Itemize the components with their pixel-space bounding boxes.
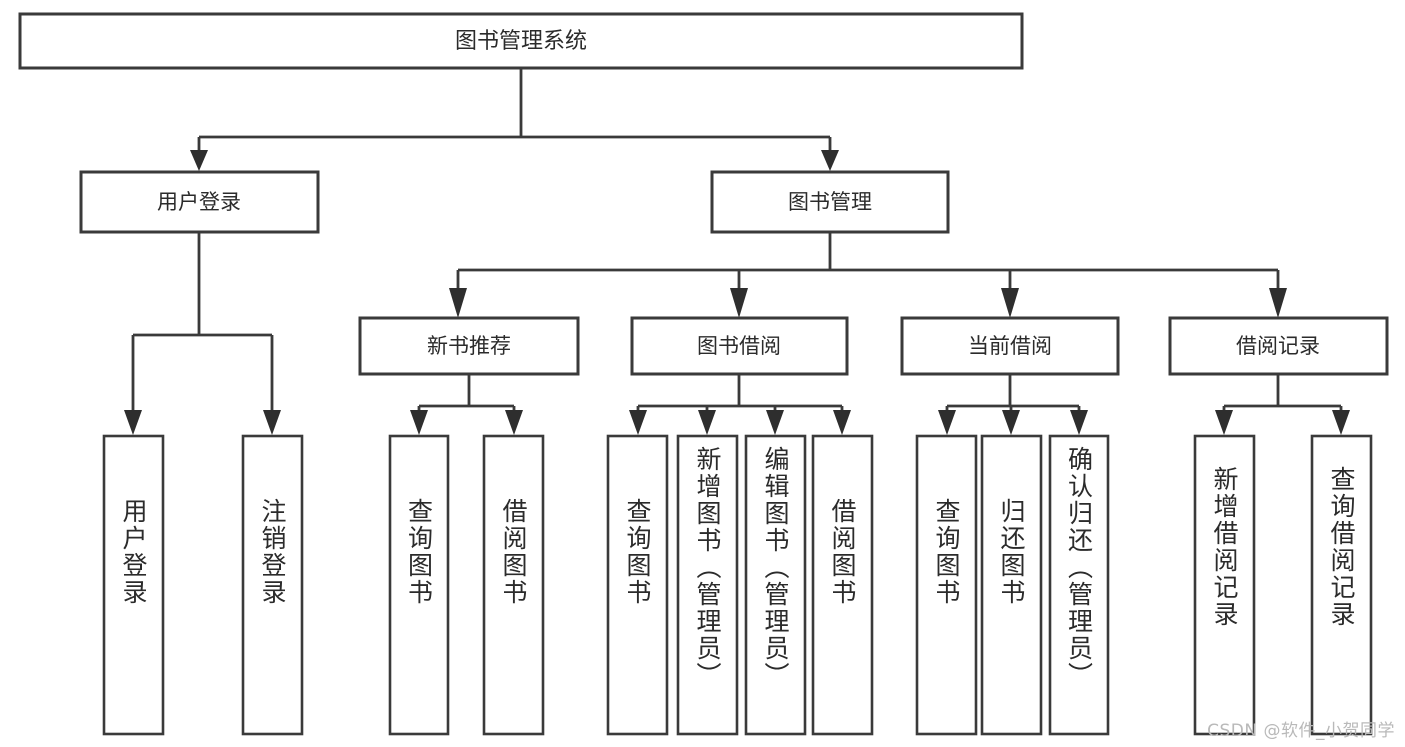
node-root-system-box	[18, 12, 1024, 70]
leaf-box-edit-book-admin[interactable]	[744, 434, 807, 736]
leaf-box-add-book-admin[interactable]	[676, 434, 739, 736]
arrow-head-icon-newbook-leaf2	[505, 410, 523, 435]
arrow-head-icon-newbook-leaf1	[410, 410, 428, 435]
arrow-head-icon-root-login	[190, 150, 208, 171]
node-book-management[interactable]: 图书管理	[710, 170, 950, 234]
arrow-head-icon-borrow-leaf3	[766, 410, 784, 435]
node-new-book-recommend-label: 新书推荐	[427, 334, 511, 358]
leaf-box-borrow-book[interactable]	[811, 434, 874, 736]
arrow-head-icon-records-leaf2	[1332, 410, 1350, 435]
node-borrow-records-label: 借阅记录	[1236, 334, 1320, 358]
node-user-login-label: 用户登录	[157, 190, 241, 214]
node-borrow-records-box	[1168, 316, 1389, 376]
watermark-text: CSDN @软件_小贺同学	[1207, 721, 1395, 741]
node-new-book-recommend-box	[358, 316, 580, 376]
arrow-head-icon-login-leaf2	[263, 410, 281, 435]
arrow-head-icon-current	[1001, 288, 1019, 318]
node-current-borrow[interactable]: 当前借阅	[900, 316, 1120, 376]
node-root-system[interactable]: 图书管理系统	[18, 12, 1024, 70]
node-current-borrow-label: 当前借阅	[968, 334, 1052, 358]
node-new-book-recommend[interactable]: 新书推荐	[358, 316, 580, 376]
arrow-head-icon-root-bookmgmt	[821, 150, 839, 171]
leaf-box-query-book-current[interactable]	[915, 434, 978, 736]
arrow-head-icon-records	[1269, 288, 1287, 318]
leaf-box-return-book[interactable]	[980, 434, 1043, 736]
arrow-head-icon-borrow-leaf1	[629, 410, 647, 435]
node-borrow-records[interactable]: 借阅记录	[1168, 316, 1389, 376]
arrow-head-icon-borrow-leaf2	[698, 410, 716, 435]
arrow-head-icon-borrow	[730, 288, 748, 318]
leaf-box-query-book-recommend[interactable]	[388, 434, 450, 736]
leaf-box-user-login[interactable]	[102, 434, 165, 736]
node-book-borrow-box	[630, 316, 849, 376]
node-root-system-label: 图书管理系统	[455, 29, 587, 54]
arrow-head-icon-records-leaf1	[1215, 410, 1233, 435]
leaf-box-query-borrow-record[interactable]	[1310, 434, 1373, 736]
node-book-borrow[interactable]: 图书借阅	[630, 316, 849, 376]
leaf-box-logout-login[interactable]	[241, 434, 304, 736]
node-book-management-box	[710, 170, 950, 234]
leaf-box-add-borrow-record[interactable]	[1193, 434, 1256, 736]
node-book-management-label: 图书管理	[788, 190, 872, 214]
leaf-box-query-book-borrow[interactable]	[606, 434, 669, 736]
leaf-box-borrow-book-recommend[interactable]	[482, 434, 545, 736]
leaf-box-confirm-return-admin[interactable]	[1048, 434, 1110, 736]
arrow-head-icon-newbook	[449, 288, 467, 318]
arrow-head-icon-current-leaf2	[1002, 410, 1020, 435]
node-book-borrow-label: 图书借阅	[697, 334, 781, 358]
arrow-head-icon-borrow-leaf4	[833, 410, 851, 435]
node-current-borrow-box	[900, 316, 1120, 376]
arrow-head-icon-current-leaf1	[938, 410, 956, 435]
arrow-head-icon-current-leaf3	[1070, 410, 1088, 435]
arrow-head-icon-login-leaf1	[124, 410, 142, 435]
node-user-login[interactable]: 用户登录	[79, 170, 320, 234]
